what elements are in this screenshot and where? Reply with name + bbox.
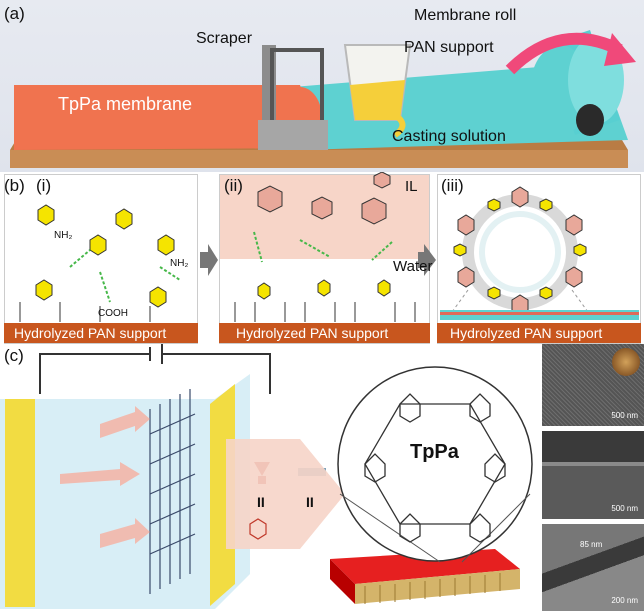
tppa-label: TpPa [410, 441, 459, 463]
pa-monomers-i [35, 204, 175, 308]
synthesis-arrow [226, 439, 345, 549]
support-label-ii: Hydrolyzed PAN support [236, 325, 389, 341]
scraper-label: Scraper [196, 30, 253, 47]
beaker-icon [343, 44, 412, 138]
casting-solution-label: Casting solution [392, 128, 506, 145]
support-label-iii: Hydrolyzed PAN support [450, 325, 603, 341]
pan-chains [19, 302, 416, 322]
sem-image-middle: 500 nm [542, 431, 644, 519]
tem-scale-label: 200 nm [611, 596, 638, 605]
support-label-i: Hydrolyzed PAN support [14, 325, 167, 341]
nh2-label-1: NH₂ [54, 230, 73, 241]
il-label: IL [405, 178, 418, 195]
tppa-membrane-sheet [14, 85, 322, 150]
water-label: Water [393, 258, 433, 275]
pan-support-label: PAN support [404, 39, 494, 56]
electrolyte-cell [0, 374, 250, 609]
step-i-label: (i) [36, 176, 52, 195]
electrolysis-scheme [0, 344, 533, 609]
panel-b-label: (b) [4, 176, 25, 195]
arrow-mark-2: II [306, 494, 314, 510]
sem-image-top: 500 nm [542, 344, 644, 426]
arrow-mark-1: II [257, 494, 265, 510]
membrane-photo-inset [612, 348, 640, 376]
wooden-base [10, 150, 628, 168]
step-iii-label: (iii) [441, 176, 464, 195]
pan-support-bar-ii [219, 323, 430, 343]
tppa-membrane-label: TpPa membrane [58, 94, 193, 114]
casting-illustration [10, 30, 636, 168]
tppa-framework [364, 393, 506, 543]
tppa-cof-ring [451, 186, 589, 316]
tppa-zoom-circle [337, 366, 533, 562]
tem-thickness-label: 85 nm [580, 540, 603, 549]
hbond-arrows-ii [253, 231, 393, 263]
interfacial-scheme [19, 172, 639, 322]
tp-structure [249, 518, 267, 540]
mesh-grid [149, 389, 196, 594]
scraper-icon [258, 45, 328, 150]
panel-c-label: (c) [4, 346, 24, 365]
panel-a-label: (a) [4, 4, 25, 23]
pan-support-bar-iii [437, 323, 641, 343]
cof-layer-beads [440, 310, 639, 320]
panel-b: (b) (i) (ii) (iii) IL Water NH₂ NH₂ COOH… [0, 172, 644, 344]
hbond-arrows-i [69, 249, 181, 303]
panel-a: (a) TpPa membrane Scraper PAN support Me… [0, 0, 644, 172]
circuit-wire [39, 353, 271, 394]
rotation-arrow-icon [505, 32, 623, 75]
sem1-scale-label: 500 nm [611, 411, 638, 420]
step-ii-label: (ii) [224, 176, 243, 195]
step-arrow-2 [418, 244, 436, 276]
sem2-scale-label: 500 nm [611, 504, 638, 513]
step-i-box [4, 174, 198, 344]
pa-monomers-ii [257, 279, 391, 300]
tem-image-bottom: 85 nm 200 nm [542, 524, 644, 611]
membrane-roll-label: Membrane roll [414, 7, 517, 24]
step-iii-box [437, 174, 641, 344]
nh2-label-2: NH₂ [170, 258, 189, 269]
migration-arrows [60, 406, 150, 548]
panel-c: 500 nm 500 nm 85 nm 200 nm (c) TpPa II I… [0, 344, 644, 611]
tp-monomers-ii [257, 172, 391, 225]
left-electrode [5, 399, 35, 607]
cooh-label-1: COOH [98, 308, 128, 319]
tppa-membrane-slab [330, 549, 520, 604]
pan-support-bar-i [4, 323, 198, 343]
step-arrow-1 [200, 244, 218, 276]
